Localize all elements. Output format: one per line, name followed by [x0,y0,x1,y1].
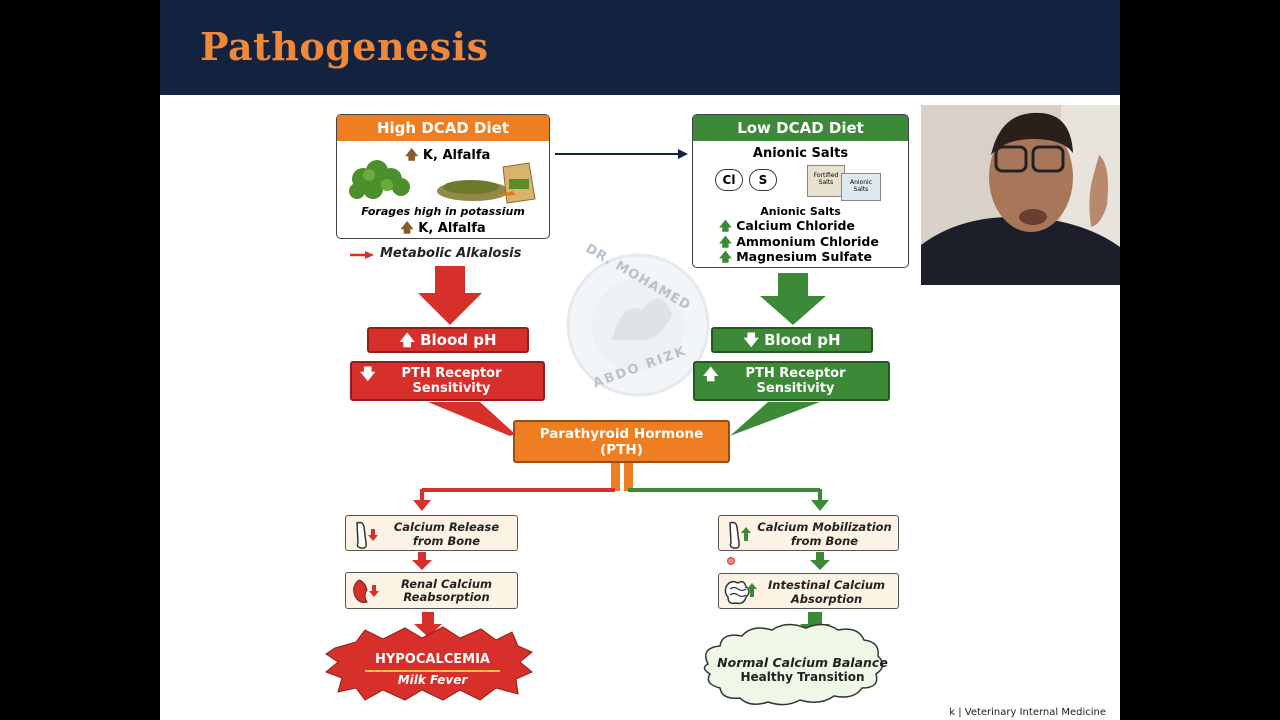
milk-fever-subtitle: Milk Fever [397,673,468,687]
red-converge-wedge [428,402,515,436]
down-arrow-icon: 🡇 [743,331,759,349]
up-arrow-icon: 🡅 [719,249,732,264]
right-blood-ph: 🡇 Blood pH [711,327,873,353]
left-step-arrow-2 [414,612,442,637]
salt-item: 🡅 Calcium Chloride [719,218,855,233]
right-step-arrow-1 [810,552,830,570]
salt-bag-1: Fortified Salts [807,165,845,197]
anionic-salts-title: Anionic Salts [752,146,849,161]
hypocalcemia-burst [325,626,533,701]
left-step-renal-calcium: Renal Calcium Reabsorption [345,572,518,609]
chloride-ion-badge: Cl [715,169,743,191]
cursor-dot [727,557,735,565]
down-arrow-icon: 🡇 [360,365,376,383]
up-arrow-icon: 🡅 [719,218,732,233]
anionic-salts-list-title: Anionic Salts [760,205,841,218]
left-pth-receptor: 🡇 PTH Receptor Sensitivity [350,361,545,401]
alkalosis-arrow-head [365,251,374,259]
slide-footer: k | Veterinary Internal Medicine [949,707,1106,718]
left-blood-ph: 🡅 Blood pH [367,327,529,353]
salt-item: 🡅 Ammonium Chloride [719,233,879,249]
up-arrow-icon: 🡅 [399,331,415,349]
forage-greens-image [349,160,536,204]
high-dcad-top-text: K, Alfalfa [422,148,491,163]
pth-hormone-box: Parathyroid Hormone (PTH) [513,420,730,463]
up-arrow-icon: 🡅 [719,233,732,249]
anionic-salts-list: 🡅 Calcium Chloride 🡅 Ammonium Chloride 🡅… [719,218,879,265]
right-step-calcium-mobilization: Calcium Mobilization from Bone [718,515,899,551]
normal-calcium-cloud [703,623,884,706]
right-pth-receptor: 🡅 PTH Receptor Sensitivity [693,361,890,401]
green-converge-wedge [730,402,820,436]
sulfate-ion-badge: S [749,169,777,191]
low-dcad-header: Low DCAD Diet [693,115,908,141]
right-branch-head [811,500,829,511]
high-dcad-sub-line: 🡅 K, Alfalfa [337,219,549,241]
hypocalcemia-title: HYPOCALCEMIA [374,652,490,667]
presenter-webcam [921,105,1120,285]
up-arrow-icon: 🡅 [400,221,414,236]
big-red-down-arrow [418,266,482,325]
salt-bag-2: Anionic Salts [841,173,881,201]
pth-stem-right [624,463,633,491]
right-step-intestinal-absorption: Intestinal Calcium Absorption [718,573,899,609]
normal-calcium-title: Normal Calcium Balance [717,655,888,670]
forages-caption: Forages high in potassium [361,205,525,218]
diet-arrow-head [678,149,688,159]
high-dcad-top-line: 🡅 K, Alfalfa [405,146,545,168]
up-arrow-icon: 🡅 [405,148,419,163]
bone-icon [356,521,378,549]
kidney-icon [353,579,379,603]
low-dcad-card: Low DCAD Diet Anionic Salts Cl S Fortifi… [692,114,909,268]
left-step-arrow-1 [412,552,432,570]
watermark-seal [566,253,710,397]
healthy-transition-subtitle: Healthy Transition [740,670,865,684]
presenter-video [921,105,1120,285]
high-dcad-card: High DCAD Diet 🡅 K, Alfalfa Forages high… [336,114,550,239]
pth-stem-left [611,463,620,491]
salt-item: 🡅 Magnesium Sulfate [719,249,872,264]
hypocalcemia-divider [365,670,500,672]
slide-title: Pathogenesis [200,24,489,69]
high-dcad-header: High DCAD Diet [337,115,549,141]
metabolic-alkalosis-label: Metabolic Alkalosis [380,246,522,261]
high-dcad-sub-text: K, Alfalfa [418,221,486,236]
big-green-down-arrow [760,273,826,325]
slide-header: Pathogenesis [160,0,1120,95]
left-branch-head [413,500,431,511]
diagram-connectors [325,149,884,706]
left-step-calcium-release: Calcium Release from Bone [345,515,518,551]
bone-icon [729,521,751,549]
intestine-icon [724,580,757,605]
up-arrow-icon: 🡅 [703,365,719,383]
